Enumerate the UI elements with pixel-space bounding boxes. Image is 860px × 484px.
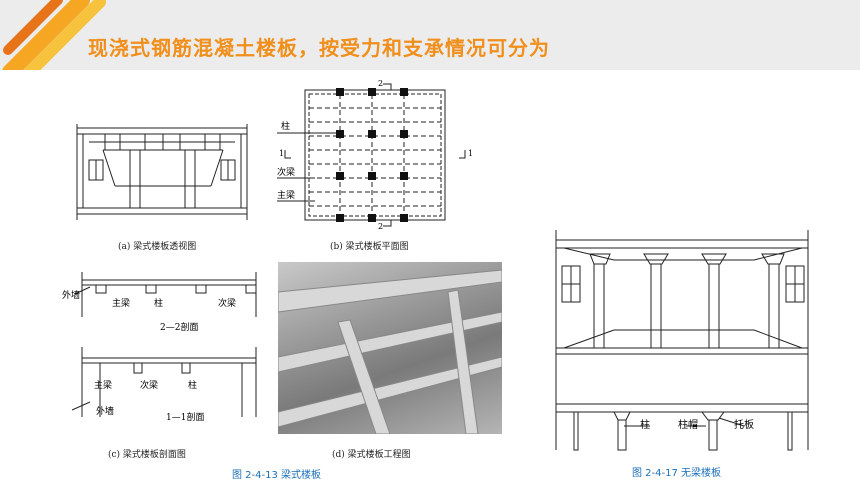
label-outer-wall-c2: 外墙: [96, 405, 114, 417]
label-section-11: 1—1剖面: [166, 411, 204, 423]
label-main-beam-c: 主梁: [112, 297, 130, 309]
figure-d-photo: [277, 262, 503, 435]
label-column-c: 柱: [154, 297, 163, 309]
figure-caption-right: 图 2-4-17 无梁楼板: [632, 468, 722, 479]
caption-c: (c) 梁式楼板剖面图: [108, 450, 186, 460]
label-column: 柱: [281, 120, 290, 132]
caption-b: (b) 梁式楼板平面图: [330, 242, 409, 252]
figure-b-plan: 2 2 1 1 柱 次梁 主梁: [275, 78, 480, 231]
label-secondary-beam-c2: 次梁: [140, 379, 158, 391]
figure-a-perspective: [75, 120, 250, 225]
figure-flat-slab: 柱 柱帽 托板: [554, 230, 812, 458]
label-outer-wall: 外墙: [62, 289, 80, 301]
label-column-right: 柱: [640, 418, 650, 431]
figure-c-sections: 外墙 主梁 柱 次梁 2—2剖面 主梁 次梁 柱 外墙 1—1剖面: [60, 262, 270, 432]
label-sec-left: 1: [279, 149, 284, 158]
label-main-beam-c2: 主梁: [94, 379, 112, 391]
page-title: 现浇式钢筋混凝土楼板，按受力和支承情况可分为: [88, 36, 550, 60]
label-sec-top: 2: [378, 79, 383, 88]
logo-stripes: [0, 0, 110, 70]
caption-d: (d) 梁式楼板工程图: [332, 450, 411, 460]
label-main-beam: 主梁: [277, 189, 295, 201]
label-secondary-beam: 次梁: [277, 166, 295, 178]
label-secondary-beam-c: 次梁: [218, 297, 236, 309]
label-section-22: 2—2剖面: [160, 321, 198, 333]
label-sec-right: 1: [468, 149, 473, 158]
header-bar: 现浇式钢筋混凝土楼板，按受力和支承情况可分为: [0, 0, 860, 70]
label-column-c2: 柱: [188, 379, 197, 391]
caption-a: (a) 梁式楼板透视图: [118, 242, 197, 252]
label-drop-panel: 托板: [734, 418, 754, 431]
label-sec-bottom: 2: [378, 222, 383, 230]
figure-caption-left: 图 2-4-13 梁式楼板: [232, 470, 322, 481]
label-column-cap: 柱帽: [678, 418, 698, 431]
